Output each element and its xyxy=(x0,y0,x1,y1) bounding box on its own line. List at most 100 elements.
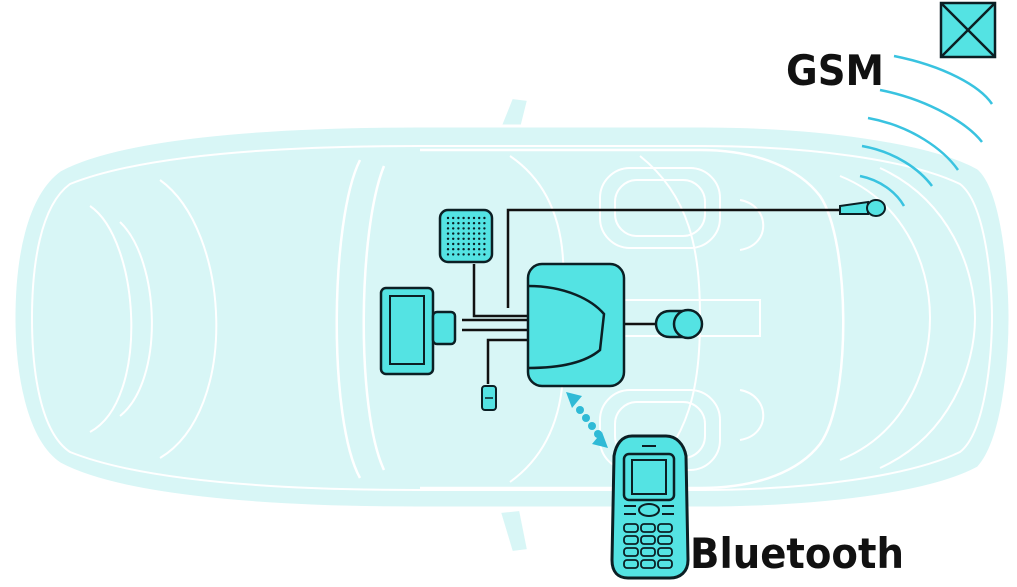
phone-key xyxy=(623,559,639,569)
wire-to-antenna xyxy=(506,208,840,308)
speaker-grille-dot xyxy=(462,227,465,230)
car-inner-line xyxy=(30,145,994,491)
wire-to-speaker xyxy=(472,264,528,318)
speaker-grille-dot xyxy=(446,232,450,235)
speaker-grille-dot xyxy=(483,248,486,251)
speaker-grille-dot xyxy=(472,222,476,225)
speaker-grille-dot xyxy=(457,216,460,220)
car-console xyxy=(540,299,761,337)
speaker-grille-dot xyxy=(483,227,486,230)
speaker-grille-dot xyxy=(472,237,476,240)
speaker-grille-dot xyxy=(457,242,460,246)
speaker-grille-dot xyxy=(457,222,460,225)
speaker-grille-dot xyxy=(483,242,486,246)
gsm-label: GSM xyxy=(786,46,885,95)
speaker-grille-dot xyxy=(472,216,476,220)
speaker-grille-dot xyxy=(478,242,481,246)
bluetooth-link xyxy=(566,392,608,448)
speaker-grille-dot xyxy=(467,253,470,256)
speaker-grille-dot xyxy=(472,227,476,230)
speaker-grille-dot xyxy=(462,253,465,256)
antenna-icon xyxy=(839,199,886,217)
car-windshield xyxy=(335,159,386,479)
speaker-grille-dot xyxy=(462,248,465,251)
speaker-grille-dot xyxy=(457,232,460,235)
display-unit-icon xyxy=(379,286,457,376)
speaker-grille-dot xyxy=(462,216,465,220)
speaker-grille-dot xyxy=(446,237,450,240)
speaker-grille-dot xyxy=(457,237,460,240)
speaker-grille-dot xyxy=(483,222,486,225)
phone-key xyxy=(623,523,639,533)
speaker-grille-dot xyxy=(446,242,450,246)
speaker-grille-dot xyxy=(462,242,465,246)
car-hood-lines xyxy=(89,179,218,459)
phone-key xyxy=(623,547,639,557)
gsm-signal-waves xyxy=(859,54,994,207)
antenna-box-icon xyxy=(939,1,997,59)
speaker-grille-dot xyxy=(467,237,470,240)
speaker-grille-dot xyxy=(462,232,465,235)
speaker-grille-dot xyxy=(472,248,476,251)
phone-key xyxy=(640,535,656,545)
phone-key xyxy=(640,559,656,569)
speaker-grille-dot xyxy=(452,237,455,240)
speaker-grille xyxy=(446,216,486,256)
speaker-grille-dot xyxy=(478,248,481,251)
speaker-grille-dot xyxy=(452,253,455,256)
speaker-grille-dot xyxy=(446,222,450,225)
speaker-grille-dot xyxy=(452,227,455,230)
speaker-grille-dot xyxy=(457,248,460,251)
speaker-grille-dot xyxy=(452,232,455,235)
speaker-grille-dot xyxy=(467,216,470,220)
button-icon xyxy=(481,385,497,411)
speaker-grille-dot xyxy=(446,253,450,256)
speaker-grille-dot xyxy=(478,232,481,235)
speaker-grille-dot xyxy=(452,222,455,225)
speaker-grille-dot xyxy=(457,253,460,256)
handsfree-unit-icon xyxy=(526,262,626,388)
phone-key xyxy=(657,535,673,545)
phone-key xyxy=(657,523,673,533)
speaker-grille-dot xyxy=(467,248,470,251)
car-cabin xyxy=(420,148,845,490)
speaker-grille-dot xyxy=(452,216,455,220)
speaker-icon xyxy=(438,208,494,264)
speaker-grille-dot xyxy=(467,232,470,235)
speaker-grille-dot xyxy=(483,253,486,256)
speaker-grille-dot xyxy=(467,227,470,230)
wire-to-button xyxy=(486,338,528,384)
car-body xyxy=(12,96,1012,554)
phone-key xyxy=(640,523,656,533)
speaker-grille-dot xyxy=(478,227,481,230)
speaker-grille-dot xyxy=(462,237,465,240)
speaker-grille-dot xyxy=(457,227,460,230)
phone-key xyxy=(640,547,656,557)
speaker-grille-dot xyxy=(462,222,465,225)
phone-key xyxy=(657,547,673,557)
speaker-grille-dot xyxy=(478,237,481,240)
speaker-grille-dot xyxy=(472,253,476,256)
speaker-grille-dot xyxy=(446,248,450,251)
wiring xyxy=(462,208,840,384)
speaker-grille-dot xyxy=(452,242,455,246)
speaker-grille-dot xyxy=(483,216,486,220)
car-mirror-bottom xyxy=(498,508,530,554)
speaker-grille-dot xyxy=(446,216,450,220)
mobile-phone-icon xyxy=(610,434,690,580)
phone-key xyxy=(657,559,673,569)
speaker-grille-dot xyxy=(452,248,455,251)
speaker-grille-dot xyxy=(446,227,450,230)
speaker-grille-dot xyxy=(483,237,486,240)
microphone-icon xyxy=(654,308,704,340)
speaker-grille-dot xyxy=(478,222,481,225)
speaker-grille-dot xyxy=(467,222,470,225)
speaker-grille-dot xyxy=(472,232,476,235)
speaker-grille-dot xyxy=(472,242,476,246)
speaker-grille-dot xyxy=(478,253,481,256)
phone-key xyxy=(623,535,639,545)
speaker-grille-dot xyxy=(483,232,486,235)
phone-keypad xyxy=(623,523,673,569)
